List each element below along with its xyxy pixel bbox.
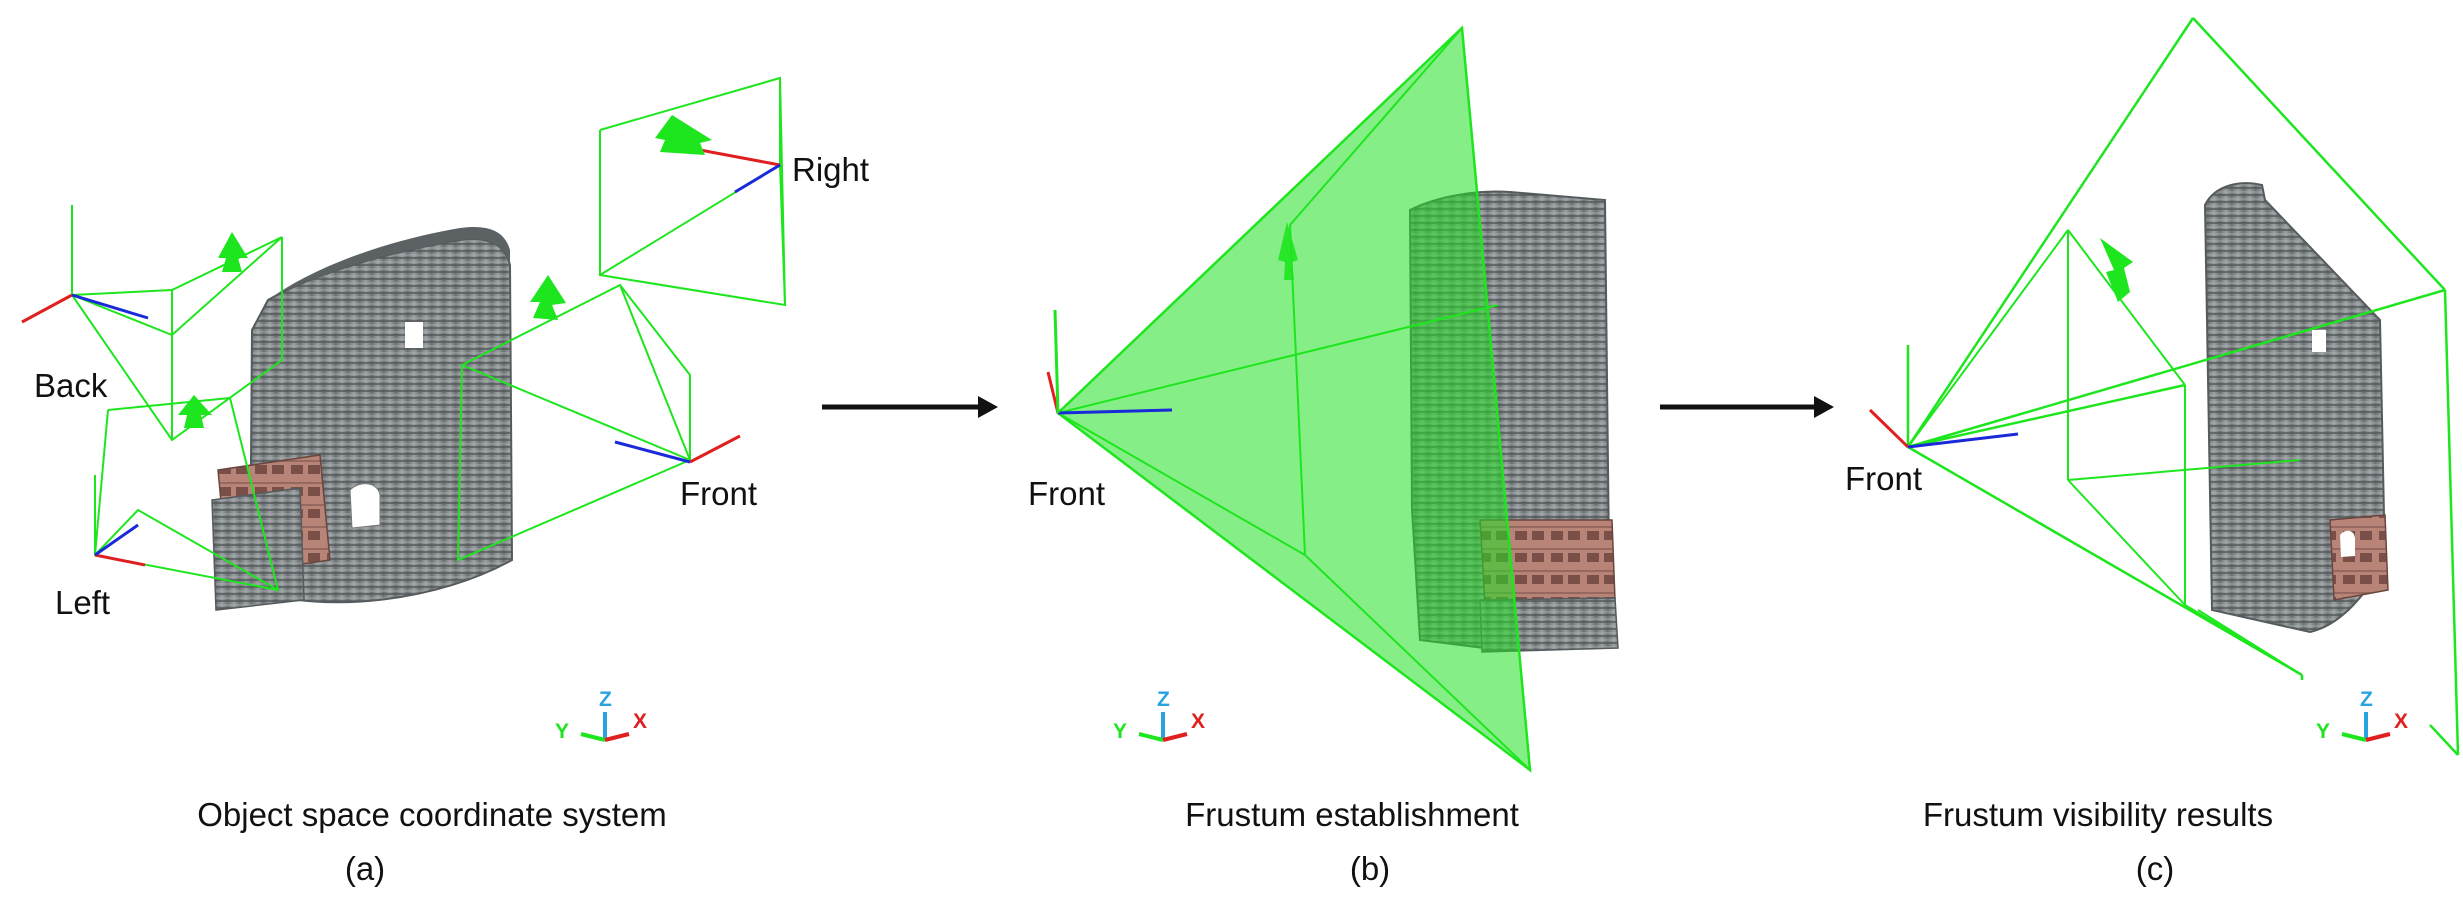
caption-a: Object space coordinate system bbox=[197, 796, 667, 833]
arrow-up-icon-c bbox=[2100, 238, 2133, 302]
arrow-up-icon-b bbox=[1278, 222, 1298, 280]
sublabel-a: (a) bbox=[345, 850, 385, 887]
axis-back bbox=[21, 293, 149, 324]
axis-label-z: Z bbox=[1157, 688, 1170, 711]
arrow-right-icon-2 bbox=[1660, 396, 1834, 418]
wall-window-a bbox=[405, 322, 423, 348]
frustum-edges-c bbox=[1906, 17, 2460, 756]
axis-label-x: X bbox=[633, 710, 647, 733]
axis-label-z: Z bbox=[599, 688, 612, 711]
arrow-up-icon-left bbox=[178, 395, 212, 428]
sublabel-b: (b) bbox=[1350, 850, 1390, 887]
view-label-front-b: Front bbox=[1028, 475, 1105, 512]
arrow-up-icon-back bbox=[218, 232, 248, 272]
arrow-right-icon-1 bbox=[822, 396, 998, 418]
view-label-front-c: Front bbox=[1845, 460, 1922, 497]
arrow-up-icon-right bbox=[655, 115, 712, 155]
axis-right bbox=[699, 148, 781, 194]
axis-label-z: Z bbox=[2360, 688, 2373, 711]
panel-a: Back Left Right Front Z Y X Object space… bbox=[21, 76, 869, 887]
brick-block-c bbox=[2329, 514, 2389, 601]
caption-b: Frustum establishment bbox=[1185, 796, 1519, 833]
wall-model-a bbox=[211, 226, 514, 611]
wall-window-c bbox=[2312, 330, 2326, 352]
frustum-inner-c bbox=[1907, 229, 2303, 676]
axis-label-x: X bbox=[1191, 710, 1205, 733]
frustum-right bbox=[599, 76, 787, 307]
axis-label-y: Y bbox=[1113, 720, 1127, 743]
wall-model-c bbox=[2203, 182, 2389, 634]
axes-legend-a: Z Y X bbox=[555, 688, 647, 743]
frustum-volume-b bbox=[1056, 25, 1532, 773]
axis-front-c bbox=[1868, 408, 2019, 449]
panel-c: Front Z Y X Frustum visibility results (… bbox=[1845, 17, 2460, 887]
axes-legend-b: Z Y X bbox=[1113, 688, 1205, 743]
view-label-left: Left bbox=[55, 584, 110, 621]
sublabel-c: (c) bbox=[2136, 850, 2174, 887]
frustum-back bbox=[71, 205, 283, 442]
view-label-right: Right bbox=[792, 151, 869, 188]
frustum-edges-b bbox=[1057, 27, 1531, 771]
axis-front-a bbox=[614, 434, 741, 464]
axis-label-x: X bbox=[2394, 710, 2408, 733]
view-label-front-a: Front bbox=[680, 475, 757, 512]
axis-front-b bbox=[1046, 309, 1173, 415]
axis-left bbox=[94, 523, 146, 567]
arrow-up-icon-front bbox=[530, 275, 566, 320]
frustum-front bbox=[456, 283, 692, 562]
view-label-back: Back bbox=[34, 367, 108, 404]
caption-c: Frustum visibility results bbox=[1923, 796, 2273, 833]
panel-b: Front Z Y X Frustum establishment (b) bbox=[1028, 25, 1619, 887]
axes-legend-c: Z Y X bbox=[2316, 688, 2408, 743]
axis-label-y: Y bbox=[555, 720, 569, 743]
axis-label-y: Y bbox=[2316, 720, 2330, 743]
